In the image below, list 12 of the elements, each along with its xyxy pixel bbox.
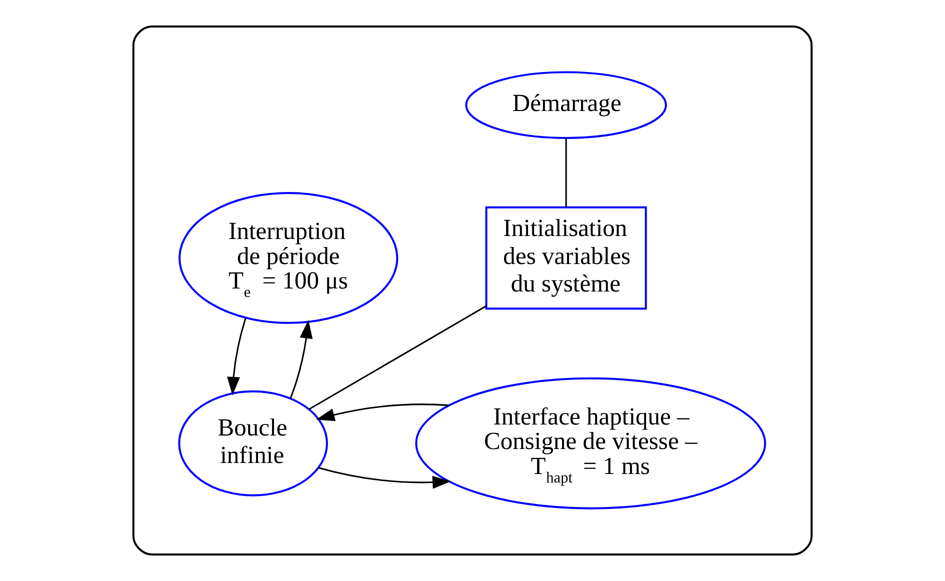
arrow — [290, 320, 313, 398]
node-ellipse: Démarrage — [465, 71, 667, 139]
node-ellipse: Interface haptique – Consigne de vitesse – T$_{hapt}$ = 1 ms — [415, 377, 766, 510]
arrow — [318, 467, 451, 489]
node-ellipse: Boucle infinie — [178, 390, 328, 496]
cluster — [132, 26, 813, 556]
arrow — [316, 404, 449, 422]
node-ellipse: Interruption de période T$_{e}$ = 100 μs — [178, 192, 398, 324]
arrow — [227, 318, 246, 396]
node-box: Initialisation des variables du système — [485, 206, 647, 310]
connector — [565, 138, 567, 208]
connector — [308, 305, 487, 410]
